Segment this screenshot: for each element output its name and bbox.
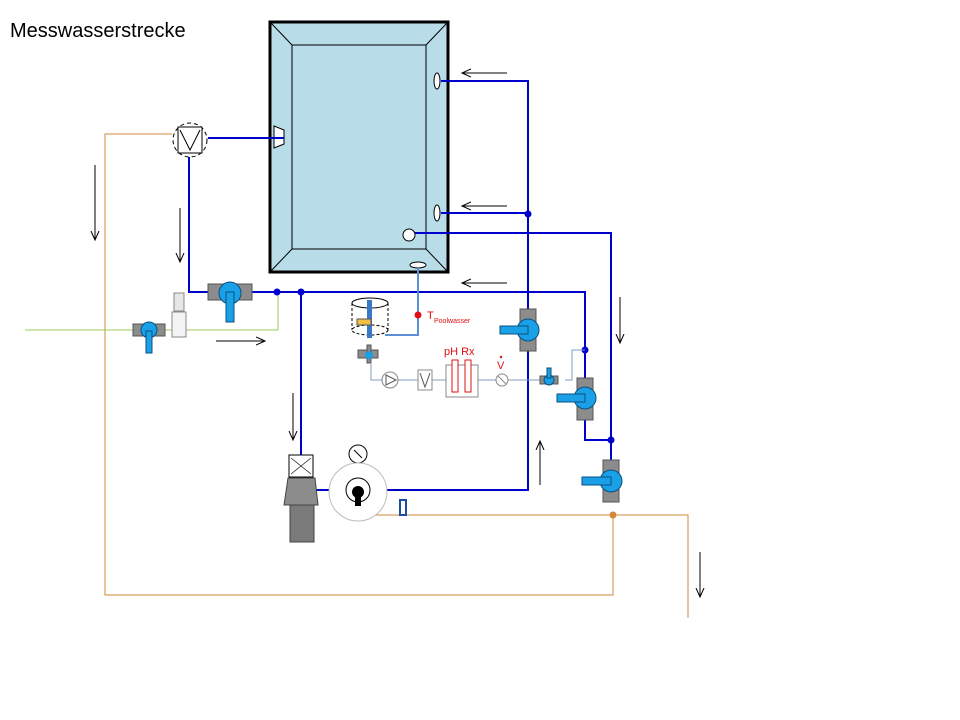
main-pipes bbox=[188, 80, 612, 491]
flow-label-dot bbox=[499, 355, 503, 359]
junction-node bbox=[297, 288, 305, 296]
ball-valve-icon bbox=[581, 459, 623, 503]
temperature-label: T bbox=[427, 310, 434, 322]
ph-rx-probe-icon bbox=[445, 359, 479, 398]
sensor-line bbox=[385, 268, 419, 336]
ball-valve-icon bbox=[499, 308, 540, 352]
ball-valve-icon bbox=[207, 281, 253, 323]
drain-junction bbox=[609, 511, 617, 519]
sampling-tap-icon bbox=[399, 499, 407, 516]
junction-node bbox=[607, 436, 615, 444]
filter-icon bbox=[417, 369, 433, 391]
temperature-sublabel: Poolwasser bbox=[434, 318, 471, 325]
flow-arrow-icon bbox=[95, 73, 700, 597]
solenoid-valve-icon bbox=[171, 292, 187, 338]
solenoid-valve-icon bbox=[288, 454, 314, 478]
junction-node bbox=[273, 288, 281, 296]
flow-label: V bbox=[497, 360, 505, 372]
inlet-nozzle-middle bbox=[433, 204, 441, 222]
ph-rx-label: pH Rx bbox=[444, 346, 475, 358]
ball-valve-icon bbox=[357, 344, 379, 364]
fresh-water-line bbox=[25, 292, 279, 331]
sample-vessel-icon bbox=[351, 297, 389, 338]
circulation-pump-icon bbox=[283, 477, 319, 543]
flowmeter-icon bbox=[495, 373, 509, 387]
measurement-line bbox=[370, 349, 585, 381]
pool-basin bbox=[268, 20, 450, 274]
temperature-sensor-icon bbox=[414, 311, 422, 319]
bottom-inlet-nozzle bbox=[402, 228, 416, 242]
ball-valve-icon bbox=[132, 321, 166, 354]
junction-node bbox=[524, 210, 532, 218]
inlet-nozzle-top bbox=[433, 72, 441, 90]
strainer-icon bbox=[172, 122, 208, 158]
pump-icon bbox=[328, 462, 388, 522]
pressure-gauge-icon bbox=[348, 444, 368, 470]
ball-valve-icon bbox=[556, 377, 597, 421]
ball-valve-icon bbox=[539, 367, 559, 386]
diagram-title: Messwasserstrecke bbox=[10, 20, 186, 42]
floor-drain bbox=[409, 261, 427, 269]
pump-icon bbox=[381, 371, 399, 389]
